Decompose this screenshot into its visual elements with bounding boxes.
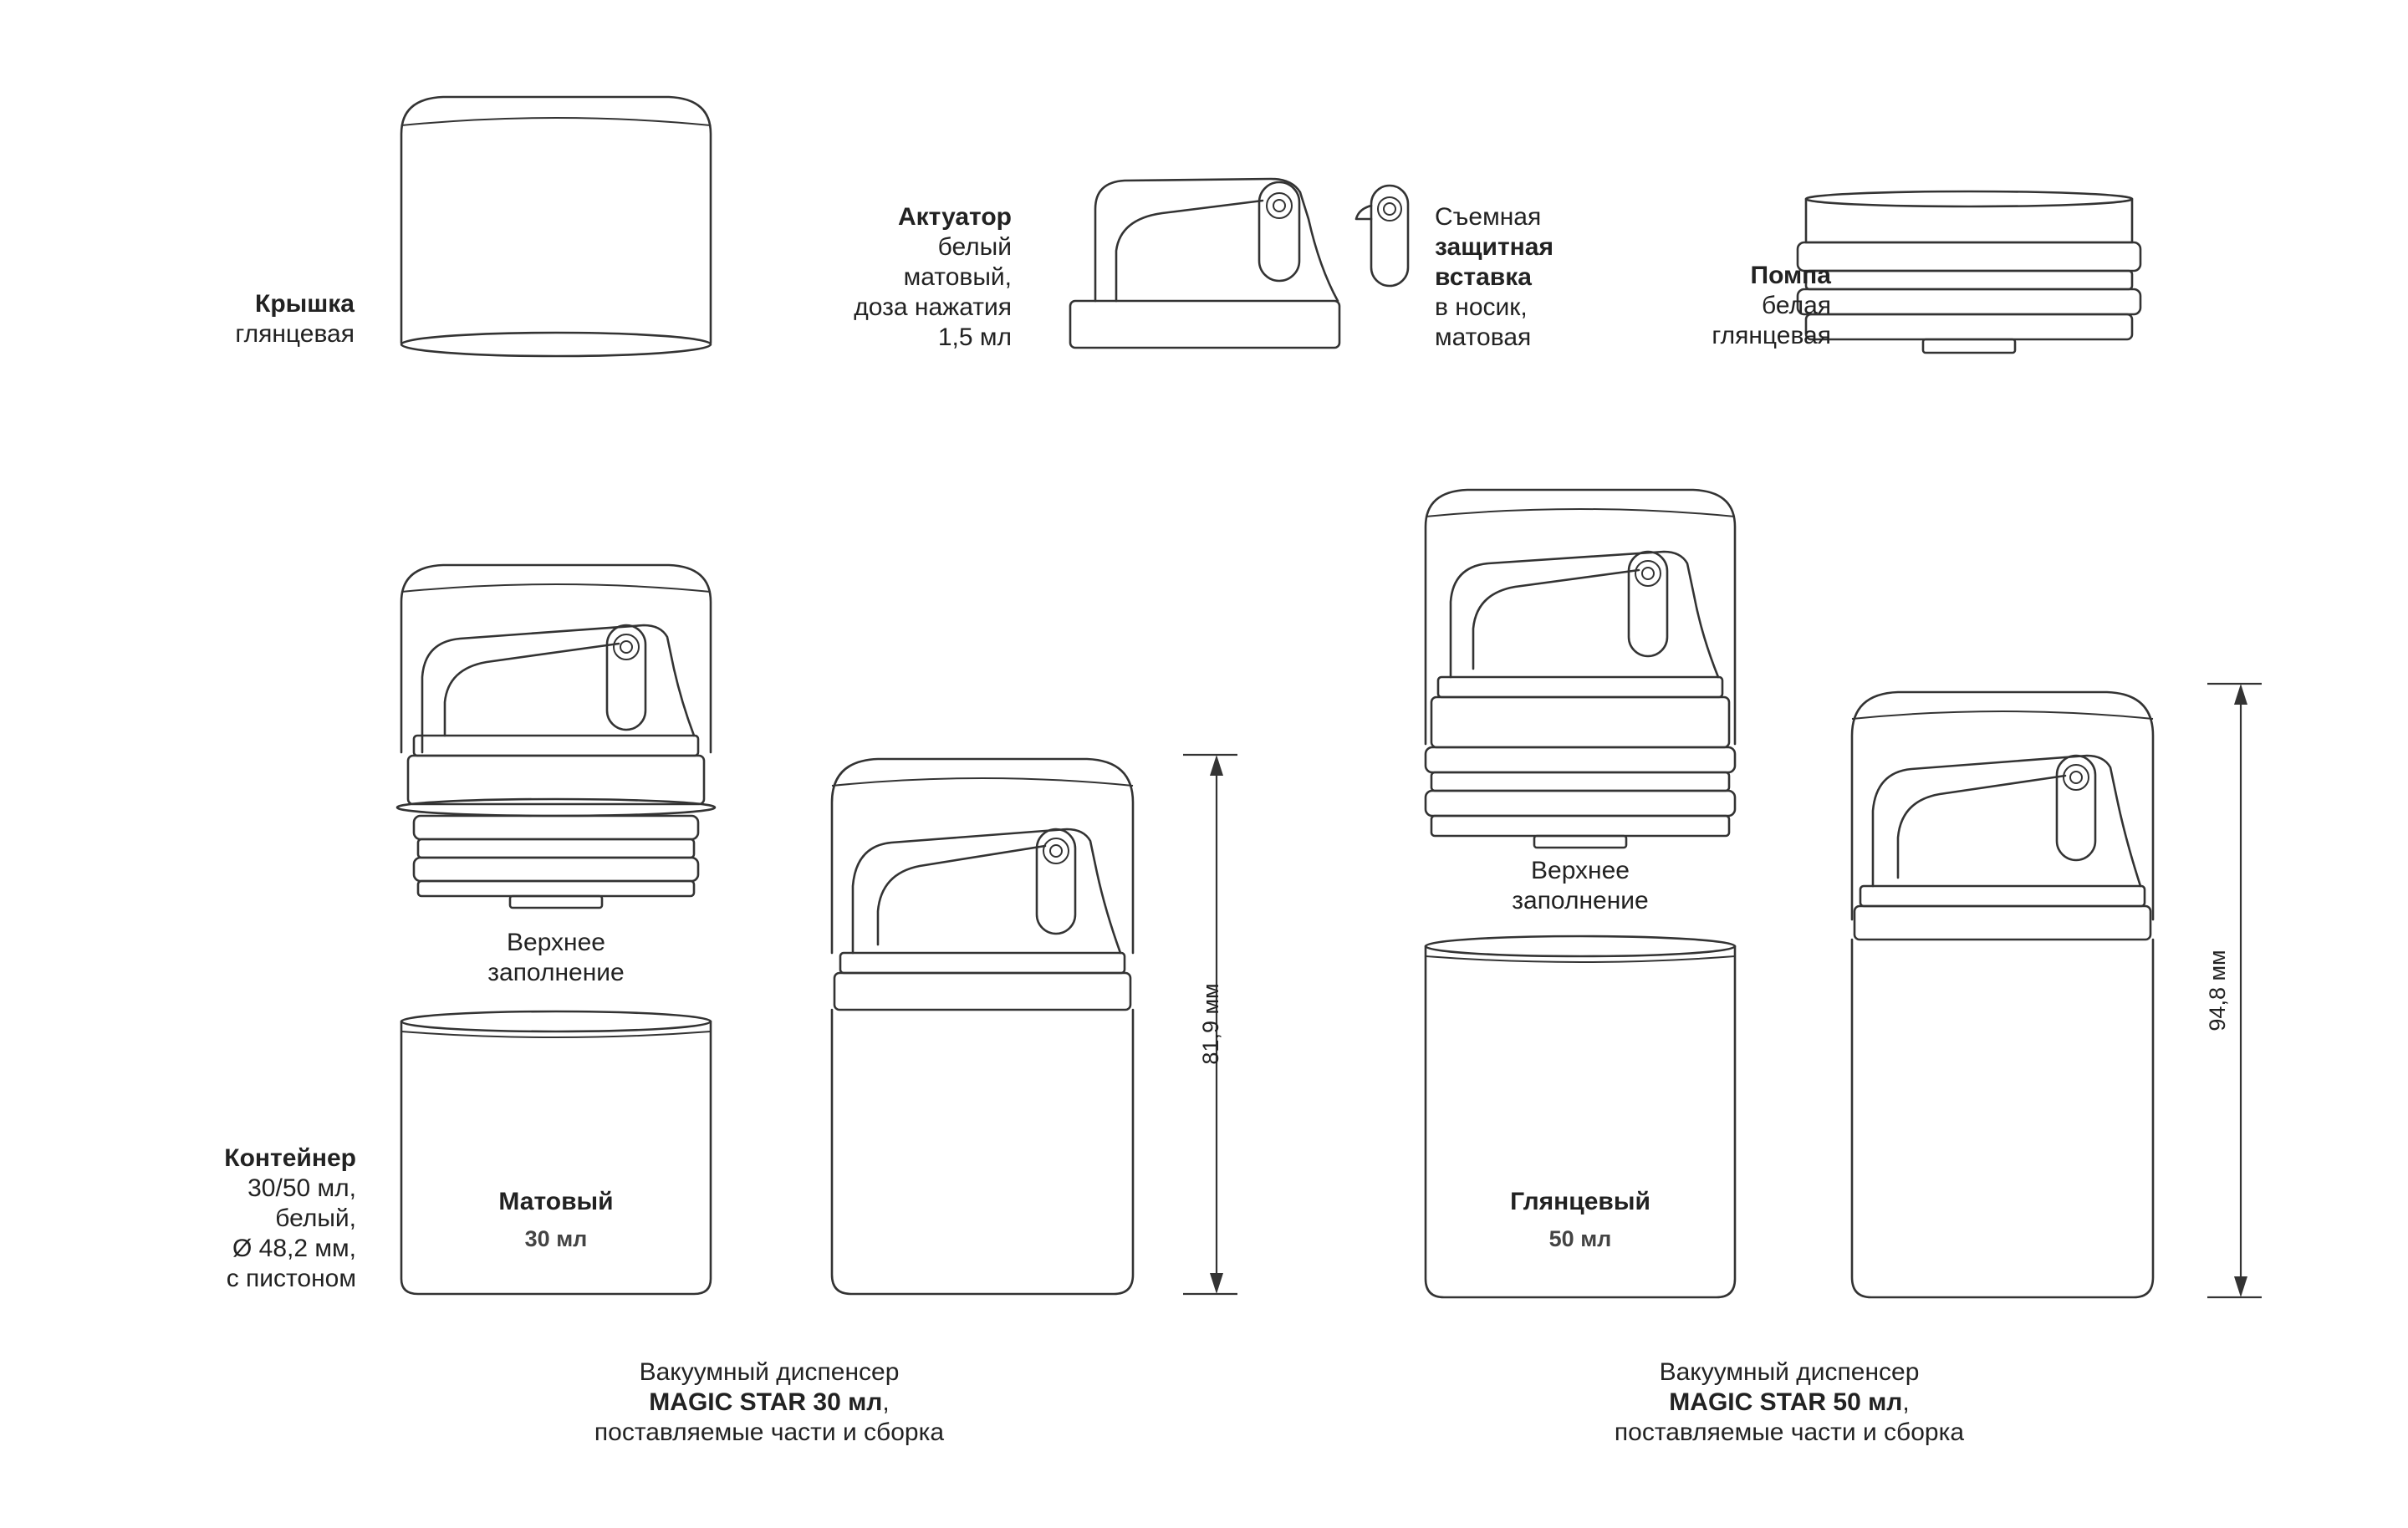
pump-with-lid-30-drawing — [395, 563, 717, 909]
top-fill-right-line2: заполнение — [1512, 887, 1649, 914]
insert-line3: матовая — [1435, 323, 1532, 351]
glossy-volume: 50 мл — [1548, 1226, 1612, 1251]
caption-30-line1: Вакуумный диспенсер — [639, 1358, 900, 1386]
actuator-line1: белый — [937, 233, 1012, 261]
container-line2: белый, — [275, 1205, 356, 1232]
lid-drawing — [400, 95, 712, 358]
container-title: Контейнер — [224, 1144, 356, 1172]
pump-label: Помпа белая глянцевая — [1622, 261, 1831, 351]
insert-label: Съемная защитная вставка в носик, матова… — [1435, 202, 1652, 353]
pump-line2: глянцевая — [1712, 322, 1831, 349]
actuator-title: Актуатор — [897, 203, 1012, 231]
insert-drawing — [1354, 184, 1410, 288]
dimension-30 — [1183, 753, 1237, 1296]
insert-title2: вставка — [1435, 263, 1532, 291]
caption-50-comma: , — [1902, 1388, 1910, 1416]
container-label: Контейнер 30/50 мл, белый, Ø 48,2 мм, с … — [134, 1143, 356, 1294]
lid-desc: глянцевая — [235, 320, 355, 348]
actuator-line4: 1,5 мл — [937, 323, 1012, 351]
insert-line2: в носик, — [1435, 293, 1528, 321]
pump-with-lid-50-drawing — [1424, 488, 1737, 849]
container-line1: 30/50 мл, — [247, 1174, 356, 1202]
caption-30-line3: поставляемые части и сборка — [594, 1418, 945, 1446]
actuator-drawing — [1069, 177, 1341, 349]
container-line3: Ø 48,2 мм, — [232, 1235, 356, 1262]
actuator-line3: доза нажатия — [854, 293, 1012, 321]
top-fill-right-label: Верхнее заполнение — [1455, 856, 1706, 916]
top-fill-left-label: Верхнее заполнение — [431, 928, 681, 988]
lid-title: Крышка — [255, 290, 355, 318]
container-line4: с пистоном — [226, 1265, 356, 1292]
top-fill-right-line1: Верхнее — [1531, 857, 1630, 884]
actuator-line2: матовый, — [903, 263, 1012, 291]
pump-drawing — [1796, 190, 2142, 354]
actuator-label: Актуатор белый матовый, доза нажатия 1,5… — [786, 202, 1012, 353]
container-50-drawing — [1424, 935, 1737, 1299]
dimension-30-label: 81,9 мм — [1198, 983, 1223, 1065]
caption-30: Вакуумный диспенсер MAGIC STAR 30 мл, по… — [518, 1357, 1020, 1448]
insert-title1: защитная — [1435, 233, 1553, 261]
caption-50-product: MAGIC STAR 50 мл — [1669, 1388, 1903, 1416]
pump-title: Помпа — [1750, 262, 1832, 289]
dimension-50-label: 94,8 мм — [2205, 950, 2230, 1031]
glossy-title: Глянцевый — [1510, 1188, 1650, 1215]
assembled-30-drawing — [830, 757, 1135, 1296]
container-30-drawing — [400, 1010, 712, 1296]
glossy-label: Глянцевый 50 мл — [1455, 1187, 1706, 1254]
caption-50: Вакуумный диспенсер MAGIC STAR 50 мл, по… — [1538, 1357, 2040, 1448]
caption-30-product: MAGIC STAR 30 мл — [649, 1388, 883, 1416]
lid-label: Крышка глянцевая — [167, 289, 355, 349]
caption-50-line3: поставляемые части и сборка — [1614, 1418, 1965, 1446]
caption-50-line1: Вакуумный диспенсер — [1659, 1358, 1920, 1386]
matte-label: Матовый 30 мл — [431, 1187, 681, 1254]
top-fill-left-line2: заполнение — [487, 959, 625, 986]
matte-title: Матовый — [498, 1188, 614, 1215]
insert-line1: Съемная — [1435, 203, 1542, 231]
matte-volume: 30 мл — [524, 1226, 588, 1251]
top-fill-left-line1: Верхнее — [507, 929, 605, 956]
dimension-50 — [2207, 682, 2262, 1299]
caption-30-comma: , — [882, 1388, 890, 1416]
pump-line1: белая — [1762, 292, 1831, 319]
assembled-50-drawing — [1850, 690, 2155, 1299]
